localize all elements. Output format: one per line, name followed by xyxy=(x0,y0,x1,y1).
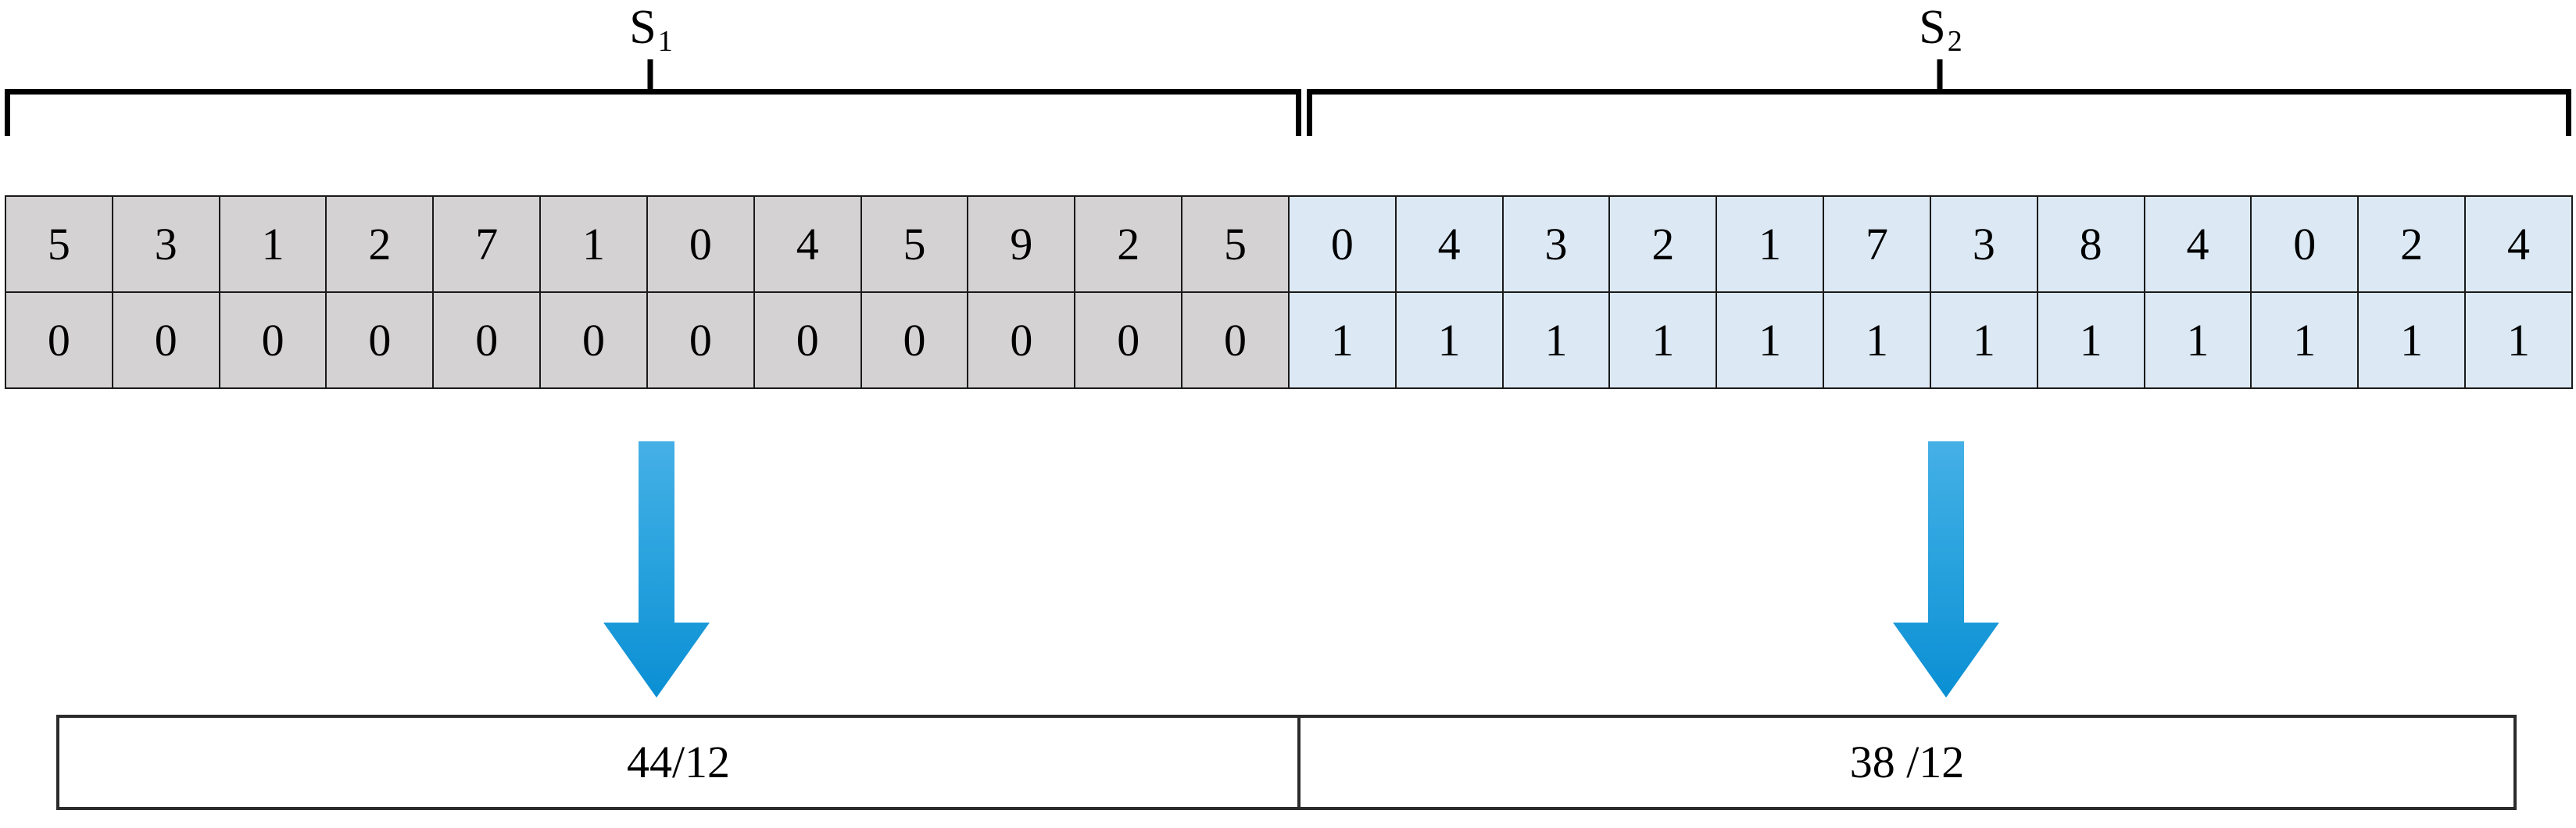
cell-value: 4 xyxy=(753,195,862,293)
down-arrow-icon-s2 xyxy=(1893,441,1999,698)
cell-value: 2 xyxy=(2357,195,2467,293)
cell-value: 3 xyxy=(1501,195,1611,293)
table-row-group-flags: 0 0 0 0 0 0 0 0 0 0 0 0 1 1 1 1 1 1 1 1 … xyxy=(5,291,2573,389)
cell-flag: 1 xyxy=(2143,291,2252,389)
cell-value: 4 xyxy=(1394,195,1504,293)
cell-value: 5 xyxy=(1181,195,1290,293)
cell-value: 1 xyxy=(1716,195,1825,293)
cell-flag: 1 xyxy=(1501,291,1611,389)
cell-flag: 0 xyxy=(5,291,113,389)
cell-flag: 0 xyxy=(1074,291,1183,389)
cell-flag: 0 xyxy=(432,291,542,389)
cell-value: 0 xyxy=(1287,195,1397,293)
result-box-s2: 38 /12 xyxy=(1297,715,2517,810)
cell-flag: 0 xyxy=(111,291,220,389)
bracket-tick-s2 xyxy=(1937,59,1943,92)
cell-flag: 1 xyxy=(1716,291,1825,389)
cell-flag: 1 xyxy=(1394,291,1504,389)
cell-value: 2 xyxy=(1074,195,1183,293)
cell-value: 2 xyxy=(325,195,435,293)
cell-flag: 0 xyxy=(753,291,862,389)
down-arrow-icon-s1 xyxy=(603,441,710,698)
group-bracket-s2 xyxy=(1307,89,2571,136)
cell-flag: 0 xyxy=(967,291,1076,389)
cell-flag: 0 xyxy=(1181,291,1290,389)
bracket-tick-s1 xyxy=(647,59,653,92)
result-box-s1: 44/12 xyxy=(56,715,1301,810)
cell-flag: 1 xyxy=(1823,291,1931,389)
cell-flag: 0 xyxy=(218,291,327,389)
cell-flag: 1 xyxy=(2250,291,2360,389)
cell-value: 3 xyxy=(1929,195,2038,293)
cell-value: 7 xyxy=(1823,195,1931,293)
group-label-s1-subscript: 1 xyxy=(657,25,673,58)
cell-value: 4 xyxy=(2143,195,2252,293)
sequence-table: 5 3 1 2 7 1 0 4 5 9 2 5 0 4 3 2 1 7 3 8 … xyxy=(5,195,2573,389)
cell-flag: 0 xyxy=(646,291,755,389)
cell-flag: 1 xyxy=(1929,291,2038,389)
cell-value: 5 xyxy=(860,195,969,293)
cell-value: 4 xyxy=(2464,195,2573,293)
cell-flag: 1 xyxy=(2357,291,2467,389)
group-label-s1: S1 xyxy=(629,1,672,56)
cell-flag: 1 xyxy=(2036,291,2145,389)
cell-value: 8 xyxy=(2036,195,2145,293)
group-bracket-s1 xyxy=(5,89,1301,136)
cell-flag: 1 xyxy=(1608,291,1718,389)
cell-value: 2 xyxy=(1608,195,1718,293)
group-label-s1-letter: S xyxy=(629,1,657,54)
cell-value: 9 xyxy=(967,195,1076,293)
cell-flag: 0 xyxy=(325,291,435,389)
result-row: 44/12 38 /12 xyxy=(56,715,2517,810)
cell-flag: 1 xyxy=(1287,291,1397,389)
cell-value: 1 xyxy=(218,195,327,293)
cell-value: 3 xyxy=(111,195,220,293)
cell-flag: 0 xyxy=(539,291,648,389)
cell-flag: 1 xyxy=(2464,291,2573,389)
cell-value: 7 xyxy=(432,195,542,293)
table-row-values: 5 3 1 2 7 1 0 4 5 9 2 5 0 4 3 2 1 7 3 8 … xyxy=(5,195,2573,293)
cell-value: 1 xyxy=(539,195,648,293)
group-label-s2-letter: S xyxy=(1919,1,1946,54)
cell-value: 5 xyxy=(5,195,113,293)
group-label-s2: S2 xyxy=(1919,1,1962,56)
cell-value: 0 xyxy=(2250,195,2360,293)
cell-value: 0 xyxy=(646,195,755,293)
group-label-s2-subscript: 2 xyxy=(1947,25,1962,58)
cell-flag: 0 xyxy=(860,291,969,389)
